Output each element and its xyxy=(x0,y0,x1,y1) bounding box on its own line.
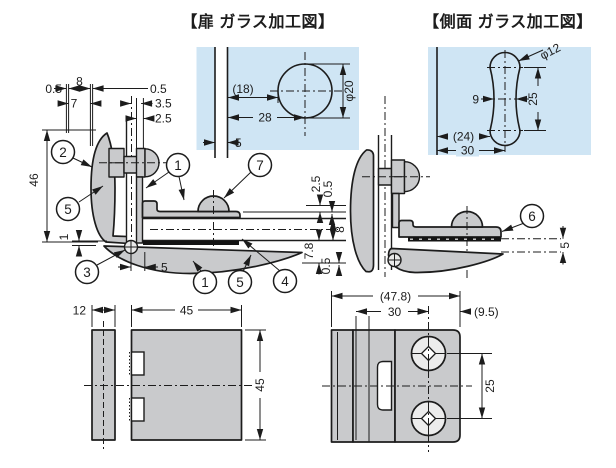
plan-door-view: 12 45 45 xyxy=(73,303,267,449)
svg-text:5: 5 xyxy=(236,275,244,290)
svg-text:7: 7 xyxy=(256,158,264,173)
dim-28: 28 xyxy=(258,111,272,125)
svg-text:1: 1 xyxy=(174,158,182,173)
dim-30-slot: 30 xyxy=(461,144,475,158)
door-glass-panel: φ20 (18) 28 5 xyxy=(196,47,359,158)
side-glass-panel: φ12 9 25 (24) 30 xyxy=(428,40,591,158)
dim-5-thickness: 5 xyxy=(235,136,242,150)
callout-5-bottom: 5 xyxy=(227,254,253,295)
dim-5-bottom: 5 xyxy=(161,261,168,275)
dim-25-plan: 25 xyxy=(483,379,497,393)
callout-6: 6 xyxy=(501,203,545,232)
dim-45-height: 45 xyxy=(253,378,267,392)
svg-text:2: 2 xyxy=(59,145,67,160)
dim-5-side: 5 xyxy=(558,242,572,249)
dim-7: 7 xyxy=(71,97,78,111)
front-view: 0.5 8 0.5 7 3.5 2.5 46 1 5 2.5 xyxy=(27,75,347,295)
dim-9: 9 xyxy=(472,93,479,107)
callout-1-bottom: 1 xyxy=(192,260,218,295)
dim-46: 46 xyxy=(27,173,41,187)
dim-dia20: φ20 xyxy=(342,80,356,101)
dim-45-width: 45 xyxy=(180,304,194,318)
svg-text:4: 4 xyxy=(281,274,289,289)
plan-side-view: (47.8) 30 (9.5) 25 xyxy=(322,289,499,452)
dim-1: 1 xyxy=(57,233,71,240)
dim-05-right: 0.5 xyxy=(150,82,167,96)
dim-24: (24) xyxy=(453,130,474,144)
callout-1-top: 1 xyxy=(145,152,191,201)
svg-text:5: 5 xyxy=(64,202,72,217)
callout-3: 3 xyxy=(74,249,126,285)
dim-35: 3.5 xyxy=(155,97,172,111)
callout-5-left: 5 xyxy=(55,185,104,222)
dim-25-slot: 25 xyxy=(526,92,540,106)
dim-78-col: 7.8 xyxy=(302,242,316,259)
dim-05-col2: 0.5 xyxy=(319,257,333,274)
dim-8-top: 8 xyxy=(76,75,83,89)
svg-text:1: 1 xyxy=(201,275,209,290)
dim-8-col: 8 xyxy=(333,226,347,233)
svg-text:3: 3 xyxy=(83,265,91,280)
callout-4: 4 xyxy=(241,238,298,294)
side-panel-title: 【側面 ガラス加工図】 xyxy=(423,12,593,31)
dim-12: 12 xyxy=(73,304,87,318)
dim-25-col: 2.5 xyxy=(309,175,323,192)
dim-30-plan: 30 xyxy=(388,305,402,319)
svg-text:6: 6 xyxy=(528,209,536,224)
dim-478: (47.8) xyxy=(380,290,411,304)
callout-2: 2 xyxy=(50,139,93,168)
callout-7: 7 xyxy=(223,152,273,199)
door-panel-title: 【扉 ガラス加工図】 xyxy=(181,12,334,31)
side-view: 6 5 xyxy=(349,96,572,279)
dim-25-top: 2.5 xyxy=(155,112,172,126)
dim-05-col1: 0.5 xyxy=(321,180,335,197)
dim-95: (9.5) xyxy=(474,305,499,319)
dim-18: (18) xyxy=(232,82,253,96)
